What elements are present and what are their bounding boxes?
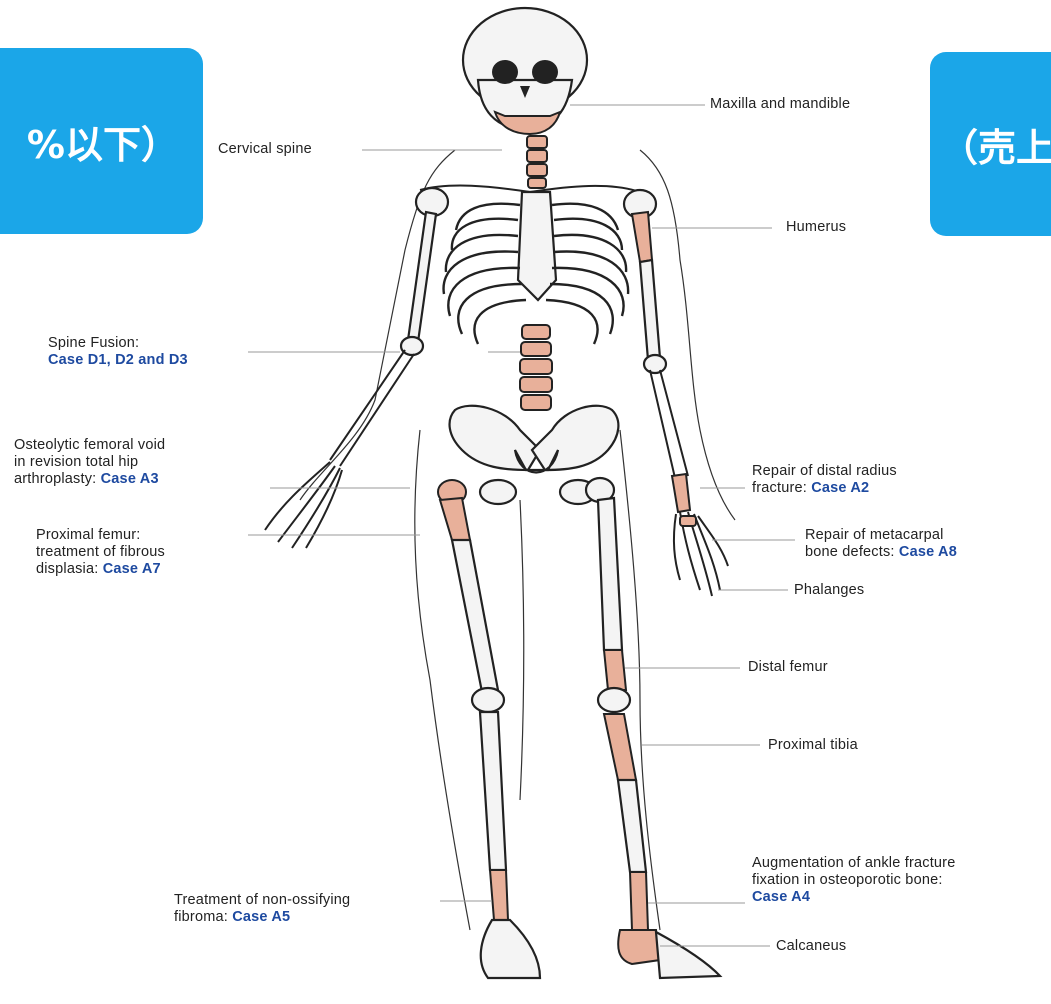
left-arm <box>632 212 728 596</box>
ankle-line1: Augmentation of ankle fracture <box>752 855 955 872</box>
osteolytic-case: Case A3 <box>101 471 159 487</box>
distal-radius-case: Case A2 <box>811 480 869 496</box>
distal-radius-line1: Repair of distal radius <box>752 463 897 480</box>
non-ossifying-case: Case A5 <box>232 909 290 925</box>
metacarpal-line1: Repair of metacarpal <box>805 527 957 544</box>
osteolytic-line3: arthroplasty: <box>14 471 96 487</box>
non-ossifying-highlight <box>490 870 508 920</box>
metacarpal-highlight <box>680 516 696 526</box>
skull <box>463 8 587 134</box>
non-ossifying-line1: Treatment of non-ossifying <box>174 892 350 909</box>
label-proximal-femur: Proximal femur: treatment of fibrous dis… <box>36 527 165 578</box>
osteolytic-line2: in revision total hip <box>14 454 165 471</box>
label-phalanges: Phalanges <box>794 582 864 599</box>
lumbar-spine <box>520 325 552 410</box>
proximal-femur-case: Case A7 <box>103 561 161 577</box>
proximal-femur-line3: displasia: <box>36 561 98 577</box>
proximal-tibia-highlight <box>604 714 636 780</box>
ankle-highlight <box>630 872 648 930</box>
label-ankle-fracture: Augmentation of ankle fracture fixation … <box>752 855 955 906</box>
label-humerus: Humerus <box>786 219 846 236</box>
distal-femur-highlight <box>604 650 626 690</box>
distal-radius-line2: fracture: <box>752 480 807 496</box>
label-spine-fusion: Spine Fusion: Case D1, D2 and D3 <box>48 335 188 369</box>
metacarpal-case: Case A8 <box>899 544 957 560</box>
non-ossifying-line2: fibroma: <box>174 909 228 925</box>
proximal-femur-line1: Proximal femur: <box>36 527 165 544</box>
metacarpal-line2: bone defects: <box>805 544 895 560</box>
label-proximal-tibia: Proximal tibia <box>768 737 858 754</box>
cervical-spine <box>527 136 547 188</box>
calcaneus-highlight <box>618 930 660 964</box>
proximal-femur-highlight <box>440 498 470 540</box>
label-cervical-spine: Cervical spine <box>218 141 312 158</box>
humerus-highlight <box>632 212 652 262</box>
label-maxilla-mandible: Maxilla and mandible <box>710 96 850 113</box>
proximal-femur-line2: treatment of fibrous <box>36 544 165 561</box>
osteolytic-line1: Osteolytic femoral void <box>14 437 165 454</box>
mandible-highlight <box>495 112 560 134</box>
distal-radius-highlight <box>672 474 690 512</box>
label-distal-radius: Repair of distal radius fracture: Case A… <box>752 463 897 497</box>
right-arm <box>265 212 436 548</box>
label-non-ossifying-fibroma: Treatment of non-ossifying fibroma: Case… <box>174 892 350 926</box>
ankle-line2: fixation in osteoporotic bone: <box>752 872 955 889</box>
label-osteolytic-femoral-void: Osteolytic femoral void in revision tota… <box>14 437 165 488</box>
spine-fusion-text: Spine Fusion: <box>48 335 188 352</box>
spine-fusion-case: Case D1, D2 and D3 <box>48 352 188 369</box>
label-calcaneus: Calcaneus <box>776 938 846 955</box>
label-distal-femur: Distal femur <box>748 659 828 676</box>
rib-cage <box>444 192 629 344</box>
label-metacarpal: Repair of metacarpal bone defects: Case … <box>805 527 957 561</box>
right-leg <box>438 480 540 978</box>
ankle-case: Case A4 <box>752 889 955 906</box>
